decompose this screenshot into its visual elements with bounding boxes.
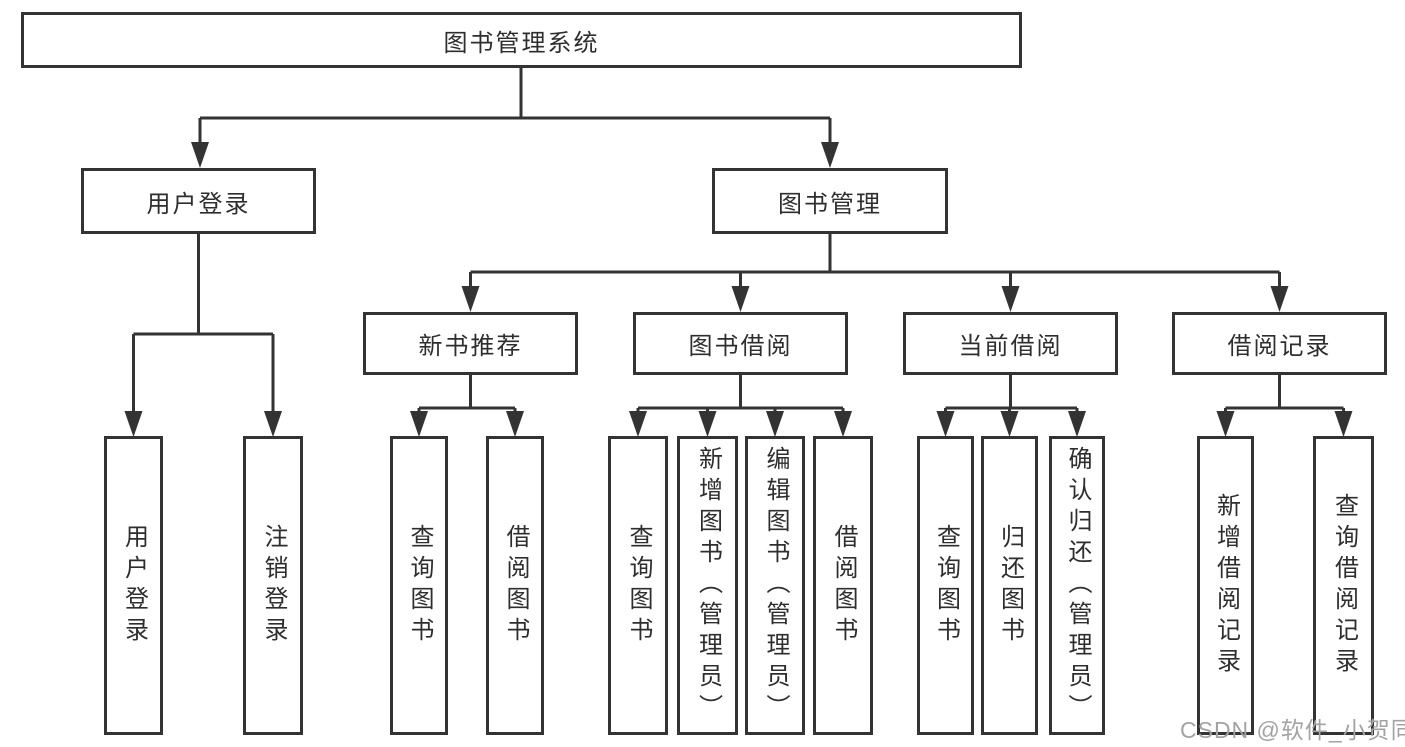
leaf-label: 用户登录 (120, 523, 148, 648)
connector-records-to-leaves (1224, 375, 1345, 415)
connector-root-to-level2 (198, 68, 832, 146)
leaf-label: 查询图书 (625, 523, 652, 648)
node-new-book-recommendation: 新书推荐 (363, 312, 578, 375)
arrow-to-leaf-borrow-query (629, 411, 647, 437)
arrow-to-current (1001, 286, 1020, 312)
connector-current-to-leaves (944, 375, 1079, 415)
node-label: 当前借阅 (958, 333, 1063, 360)
connector-user-login-to-leaves (132, 234, 275, 414)
leaf-current-query-books: 查询图书 (917, 436, 974, 735)
leaf-newbooks-query-books: 查询图书 (390, 436, 448, 735)
leaf-label: 新增借阅记录 (1212, 492, 1240, 679)
node-library-management-system: 图书管理系统 (21, 12, 1022, 68)
leaf-label: 借阅图书 (502, 523, 529, 648)
arrow-to-leaf-current-query (936, 411, 955, 437)
arrow-to-leaf-current-confirm (1068, 411, 1086, 437)
leaf-label: 查询图书 (932, 523, 960, 648)
arrow-to-leaf-logout (264, 411, 282, 437)
connector-book-mgmt-to-sections (469, 234, 1281, 290)
leaf-newbooks-borrow-books: 借阅图书 (486, 436, 544, 735)
arrow-to-user-login (191, 142, 209, 168)
arrowheads (124, 142, 1353, 437)
connector-borrowing-to-leaves (636, 375, 845, 415)
arrow-to-leaf-borrow-borrow (834, 411, 852, 437)
arrow-to-leaf-newbooks-borrow (506, 411, 524, 437)
leaf-label: 确认归还（管理员） (1064, 446, 1091, 725)
arrow-to-records (1270, 286, 1289, 312)
csdn-watermark: CSDN @软件_小贺同学 (1180, 717, 1405, 743)
leaf-label: 注销登录 (260, 523, 287, 648)
leaf-label: 查询借阅记录 (1330, 492, 1358, 679)
leaf-records-query-borrow-record: 查询借阅记录 (1313, 436, 1374, 735)
node-label: 图书管理 (778, 190, 882, 218)
arrow-to-leaf-records-add (1216, 411, 1235, 437)
leaf-current-confirm-return-admin: 确认归还（管理员） (1049, 436, 1105, 735)
leaf-label: 查询图书 (406, 523, 433, 648)
node-label: 图书借阅 (688, 333, 793, 360)
arrow-to-book-mgmt (821, 142, 839, 168)
leaf-borrowing-query-books: 查询图书 (608, 436, 668, 735)
leaf-borrowing-add-books-admin: 新增图书（管理员） (677, 436, 738, 735)
leaf-user-login: 用户登录 (104, 436, 163, 735)
node-borrowing-records: 借阅记录 (1172, 312, 1387, 375)
arrow-to-new-books (461, 286, 480, 312)
leaf-label: 编辑图书（管理员） (762, 446, 789, 725)
node-label: 新书推荐 (418, 333, 523, 360)
leaf-label: 新增图书（管理员） (694, 446, 722, 725)
arrow-to-leaf-borrow-edit (766, 411, 784, 437)
node-book-borrowing: 图书借阅 (633, 312, 848, 375)
leaf-current-return-books: 归还图书 (981, 436, 1038, 735)
leaf-borrowing-borrow-books: 借阅图书 (813, 436, 873, 735)
leaf-borrowing-edit-books-admin: 编辑图书（管理员） (745, 436, 805, 735)
arrow-to-borrowing (731, 286, 750, 312)
node-label: 用户登录 (146, 190, 251, 218)
leaf-label: 归还图书 (996, 523, 1024, 648)
arrow-to-leaf-current-return (1000, 411, 1019, 437)
leaf-records-add-borrow-record: 新增借阅记录 (1197, 436, 1254, 735)
arrow-to-leaf-user-login (124, 411, 143, 437)
node-label: 借阅记录 (1227, 333, 1332, 360)
node-user-login: 用户登录 (81, 168, 316, 234)
leaf-label: 借阅图书 (830, 523, 857, 648)
arrow-to-leaf-records-query (1334, 411, 1353, 437)
node-label: 图书管理系统 (443, 29, 600, 57)
node-book-management: 图书管理 (712, 168, 948, 234)
leaf-logout: 注销登录 (243, 436, 303, 735)
arrow-to-leaf-borrow-add (698, 411, 717, 437)
arrow-to-leaf-newbooks-query (410, 411, 428, 437)
node-current-borrowing: 当前借阅 (903, 312, 1118, 375)
connector-new-books-to-leaves (417, 375, 517, 415)
